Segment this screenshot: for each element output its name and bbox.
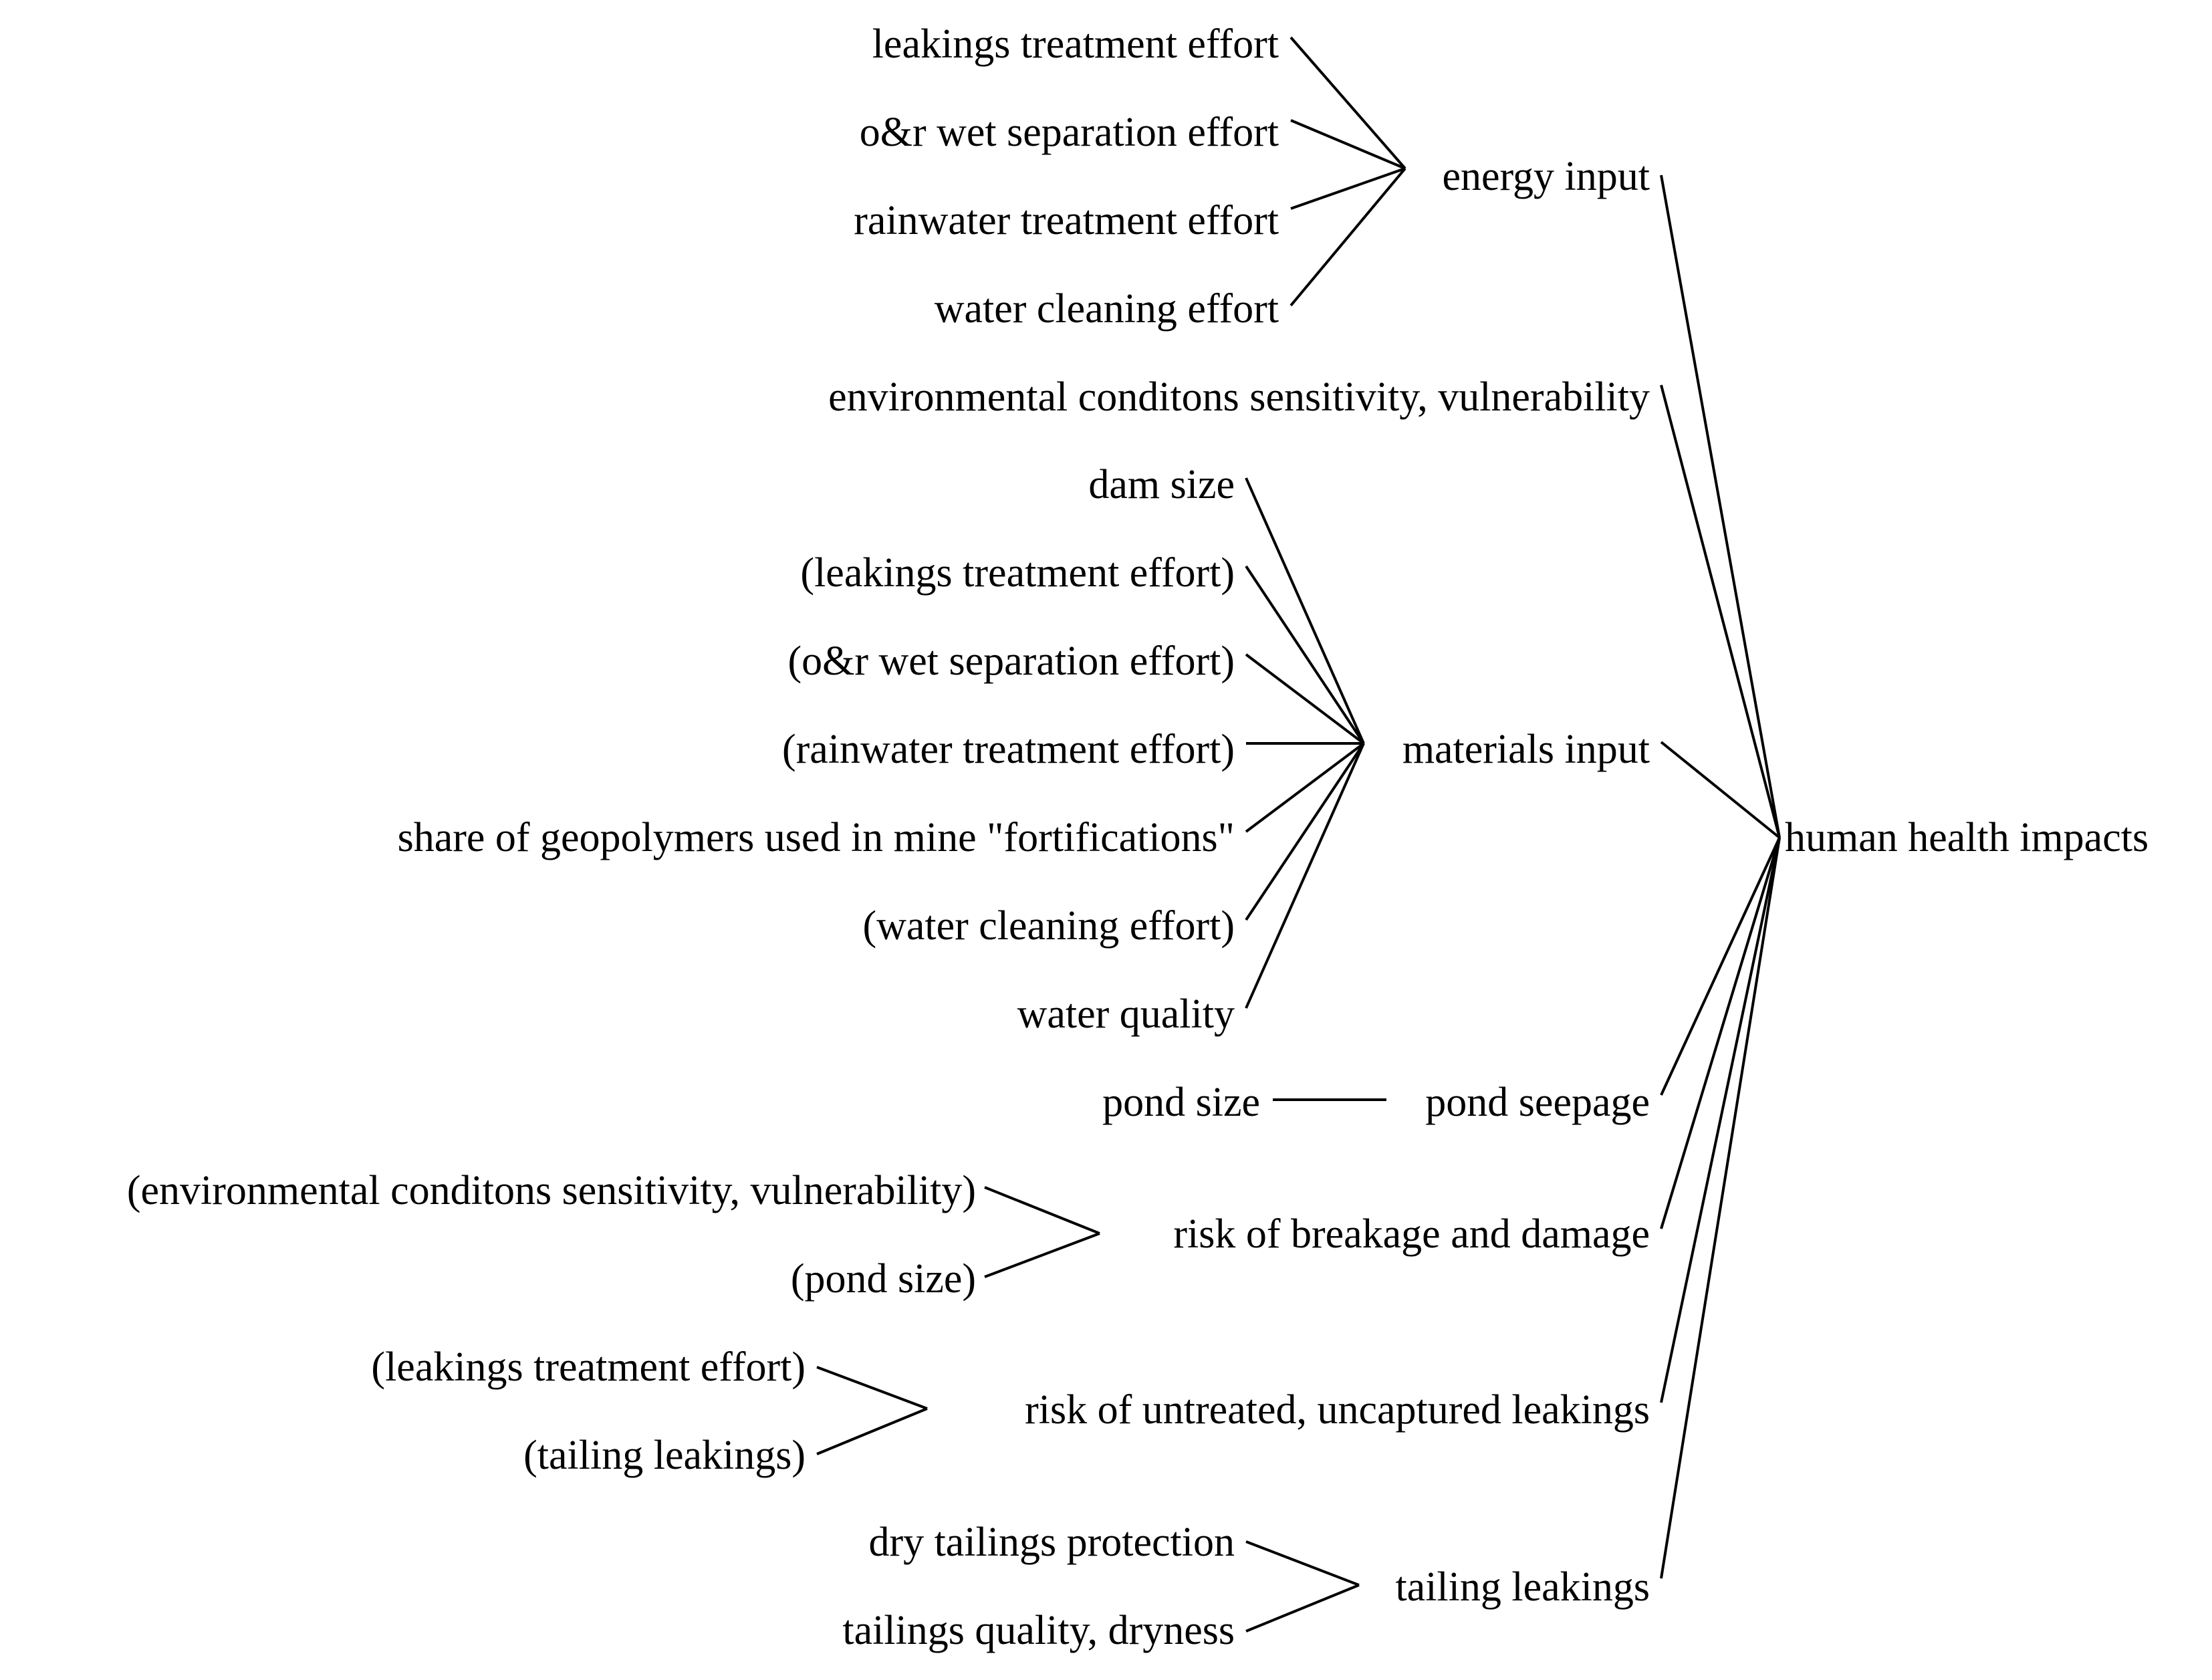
node-energy-rainwater-treatment-effort: rainwater treatment effort — [854, 198, 1279, 243]
edge-materials-child-2 — [1245, 653, 1365, 745]
node-breakage-environmental-conditions: (environmental conditons sensitivity, vu… — [127, 1168, 976, 1213]
node-materials-water-quality: water quality — [1017, 991, 1235, 1037]
diagram-edges — [816, 36, 1781, 1633]
edge-untreated-child-0 — [816, 1366, 928, 1410]
node-tailing-tailings-quality-dryness: tailings quality, dryness — [842, 1608, 1235, 1653]
edge-branch-2-to-root — [1660, 741, 1781, 839]
edge-materials-child-1 — [1245, 565, 1365, 745]
node-environmental-conditions: environmental conditons sensitivity, vul… — [828, 374, 1650, 420]
edge-branch-0-to-root — [1660, 174, 1781, 838]
node-risk-of-untreated-leakings: risk of untreated, uncaptured leakings — [1025, 1387, 1650, 1433]
node-pond-seepage: pond seepage — [1425, 1080, 1650, 1125]
edge-branch-3-to-root — [1660, 837, 1781, 1096]
edge-breakage-child-0 — [984, 1186, 1100, 1235]
node-materials-share-of-geopolymers: share of geopolymers used in mine "forti… — [398, 815, 1235, 860]
node-materials-leakings-treatment-effort: (leakings treatment effort) — [800, 550, 1235, 596]
node-energy-water-cleaning-effort: water cleaning effort — [935, 286, 1279, 332]
edge-energy-child-2 — [1290, 167, 1406, 210]
edge-branch-4-to-root — [1660, 837, 1781, 1229]
node-untreated-tailing-leakings: (tailing leakings) — [523, 1433, 806, 1478]
edge-materials-child-5 — [1245, 742, 1365, 921]
edge-branch-6-to-root — [1660, 837, 1781, 1579]
node-materials-water-cleaning-effort: (water cleaning effort) — [862, 903, 1235, 949]
node-materials-input: materials input — [1402, 727, 1650, 772]
edge-energy-child-3 — [1289, 167, 1406, 307]
edge-tailing-child-1 — [1245, 1584, 1360, 1633]
node-energy-or-wet-separation-effort: o&r wet separation effort — [860, 110, 1279, 155]
edge-materials-child-0 — [1245, 477, 1365, 744]
node-tailing-dry-tailings-protection: dry tailings protection — [868, 1520, 1235, 1565]
node-energy-input: energy input — [1442, 154, 1650, 199]
edge-energy-child-1 — [1290, 119, 1406, 170]
edge-materials-child-6 — [1245, 743, 1365, 1009]
node-energy-leakings-treatment-effort: leakings treatment effort — [872, 21, 1279, 67]
node-pond-size: pond size — [1102, 1080, 1260, 1125]
edge-tailing-child-0 — [1245, 1540, 1360, 1586]
edge-energy-child-0 — [1289, 36, 1406, 170]
node-root: human health impacts — [1785, 815, 2148, 860]
edge-untreated-child-1 — [816, 1407, 928, 1455]
node-materials-or-wet-separation-effort: (o&r wet separation effort) — [787, 638, 1235, 684]
node-risk-of-breakage: risk of breakage and damage — [1173, 1211, 1650, 1257]
edge-breakage-child-1 — [984, 1232, 1100, 1278]
node-untreated-leakings-treatment-effort: (leakings treatment effort) — [371, 1344, 806, 1390]
edge-branch-1-to-root — [1660, 384, 1781, 838]
node-materials-dam-size: dam size — [1088, 462, 1235, 507]
edge-materials-child-4 — [1245, 742, 1365, 833]
node-tailing-leakings: tailing leakings — [1395, 1564, 1650, 1610]
node-breakage-pond-size: (pond size) — [791, 1256, 976, 1302]
node-materials-rainwater-treatment-effort: (rainwater treatment effort) — [782, 727, 1235, 772]
edge-branch-5-to-root — [1660, 837, 1781, 1403]
